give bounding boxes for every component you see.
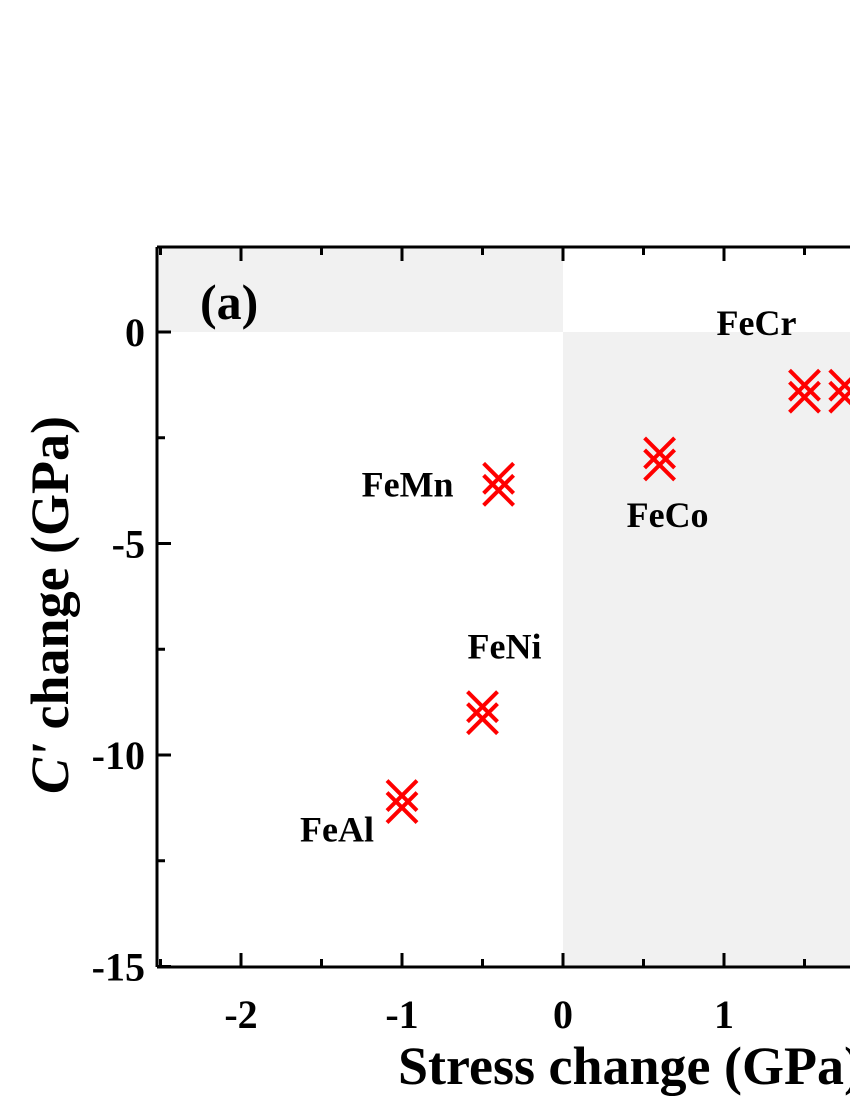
- data-points: [385, 368, 850, 824]
- y-tick-label: -5: [112, 522, 145, 567]
- marker-stroke: [482, 473, 516, 507]
- shaded-quadrant-upper-left: [157, 247, 563, 332]
- x-axis-title: Stress change (GPa): [398, 1036, 850, 1096]
- marker-stroke: [385, 779, 419, 812]
- marker-stroke: [643, 448, 677, 482]
- marker-stroke: [466, 702, 499, 736]
- x-tick-label: 1: [714, 992, 734, 1037]
- y-axis-title-italic: C': [20, 743, 80, 794]
- x-tick-label: 0: [553, 992, 573, 1037]
- data-point-femn: [482, 461, 516, 507]
- data-point-unlabeled: [828, 368, 850, 414]
- data-point-feal: [385, 779, 419, 824]
- x-axis-ticks: -2 -1 0 1: [224, 247, 734, 1037]
- panel-label: (a): [200, 274, 258, 330]
- y-tick-label: -10: [92, 733, 145, 778]
- data-point-fecr: [788, 368, 821, 414]
- marker-stroke: [482, 461, 516, 495]
- marker-stroke: [385, 791, 419, 824]
- marker-stroke: [466, 690, 499, 724]
- y-tick-label: -15: [92, 945, 145, 990]
- plot-frame: [155, 245, 850, 969]
- marker-stroke: [788, 368, 821, 402]
- marker-stroke: [788, 380, 821, 414]
- point-label-feco: FeCo: [627, 495, 709, 535]
- quadrant-shading: [157, 247, 850, 967]
- data-point-feco: [643, 436, 677, 482]
- shaded-quadrant-lower-right: [563, 332, 850, 967]
- point-label-feal: FeAl: [300, 810, 374, 850]
- data-point-feni: [466, 690, 499, 736]
- y-tick-label: 0: [125, 310, 145, 355]
- point-label-feni: FeNi: [468, 627, 542, 667]
- y-axis-ticks: 0 -5 -10 -15: [92, 310, 171, 990]
- x-tick-label: -1: [385, 992, 418, 1037]
- marker-stroke: [828, 377, 850, 402]
- marker-stroke: [828, 389, 850, 414]
- y-axis-title: C' change (GPa): [20, 416, 80, 794]
- y-axis-title-rest: change (GPa): [20, 416, 80, 743]
- point-label-fecr: FeCr: [717, 303, 797, 343]
- point-label-femn: FeMn: [362, 464, 454, 504]
- marker-stroke: [643, 436, 677, 470]
- x-tick-label: -2: [224, 992, 257, 1037]
